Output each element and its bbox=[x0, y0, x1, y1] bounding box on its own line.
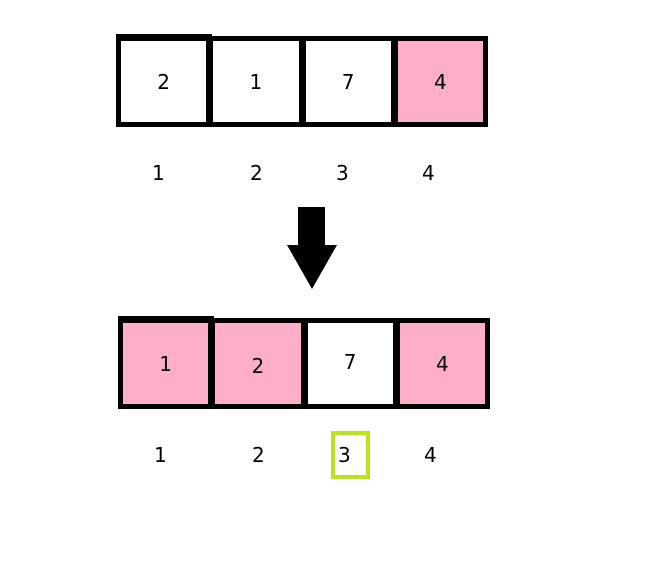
after-cell-2: 2 bbox=[215, 323, 301, 404]
after-index-2: 2 bbox=[252, 443, 265, 467]
after-cell-1: 1 bbox=[123, 323, 209, 404]
before-cell-4: 4 bbox=[397, 41, 483, 122]
after-cell-4: 4 bbox=[399, 323, 485, 404]
after-index-1: 1 bbox=[154, 443, 167, 467]
before-index-3: 3 bbox=[336, 161, 349, 185]
before-cell-2: 1 bbox=[213, 41, 299, 122]
before-array: 2 1 7 4 bbox=[116, 34, 488, 127]
after-index-4: 4 bbox=[424, 443, 437, 467]
before-index-4: 4 bbox=[422, 161, 435, 185]
before-cell-1: 2 bbox=[121, 41, 207, 122]
before-index-1: 1 bbox=[152, 161, 165, 185]
before-cell-3: 7 bbox=[305, 41, 391, 122]
after-cell-3: 7 bbox=[307, 323, 393, 404]
down-arrow-icon bbox=[287, 207, 337, 289]
before-index-2: 2 bbox=[250, 161, 263, 185]
marked-index-box bbox=[331, 431, 370, 479]
after-index-3: 3 bbox=[338, 443, 351, 467]
after-array: 1 2 7 4 bbox=[118, 316, 490, 409]
